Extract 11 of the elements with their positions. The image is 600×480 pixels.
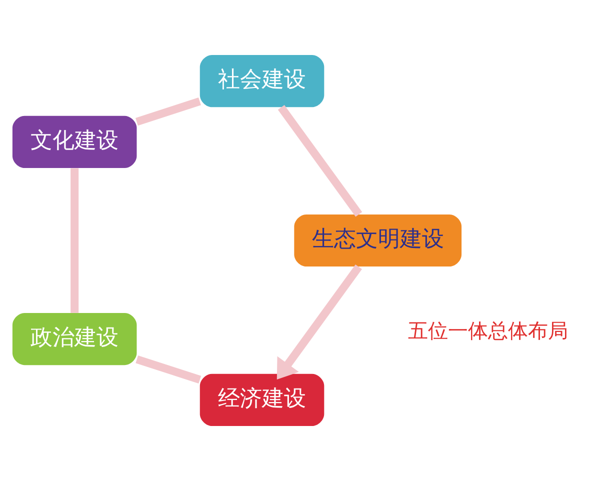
- node-box: 文化建设: [12, 115, 137, 168]
- node-box: 经济建设: [200, 373, 324, 426]
- label: 五位一体总体布局: [408, 318, 568, 342]
- connector: [278, 104, 362, 216]
- node-box: 社会建设: [200, 54, 324, 107]
- node-box: 政治建设: [12, 312, 137, 365]
- node-box: 生态文明建设: [294, 214, 462, 266]
- connector: [70, 168, 79, 312]
- connector: [136, 97, 201, 126]
- arrow: [276, 264, 362, 379]
- connector: [136, 354, 202, 384]
